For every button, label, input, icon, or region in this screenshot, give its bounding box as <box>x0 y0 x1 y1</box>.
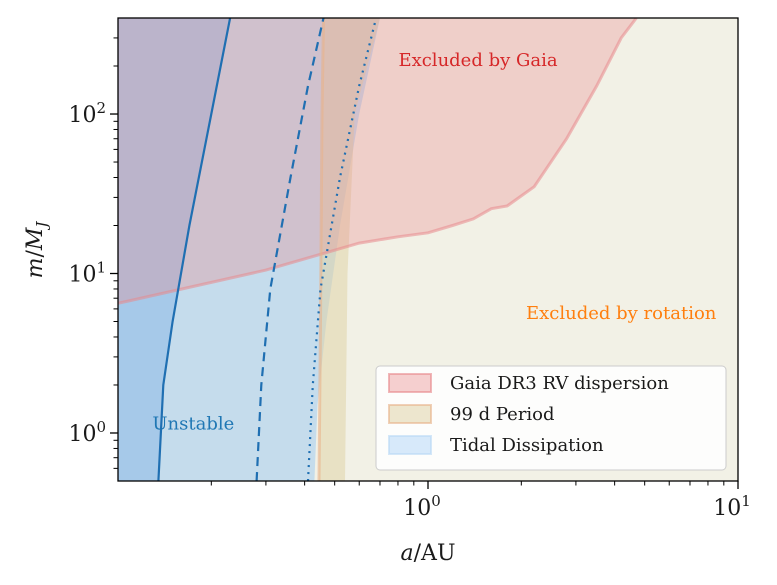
legend-entry-label: Tidal Dissipation <box>450 435 604 456</box>
y-tick-label: 101 <box>68 259 106 288</box>
annotation-label: Excluded by Gaia <box>398 50 557 71</box>
stability-line-dashed <box>255 18 325 481</box>
legend-entry-label: Gaia DR3 RV dispersion <box>450 373 669 394</box>
x-tick-label: 100 <box>403 492 441 521</box>
legend-swatch <box>388 435 432 455</box>
curve-layer <box>157 18 378 481</box>
legend-frame <box>375 365 727 471</box>
y-tick-label: 100 <box>68 418 106 447</box>
x-axis-label: a/AU <box>401 541 456 566</box>
region-tidal-dissipation <box>118 18 380 481</box>
annotation-label: Unstable <box>152 414 234 435</box>
stability-line-solid <box>157 18 232 481</box>
annotation-label: Excluded by rotation <box>526 303 717 324</box>
region-layer <box>118 18 638 481</box>
legend-swatch <box>388 404 432 424</box>
y-axis-label: m/MJ <box>23 221 51 279</box>
region-unstable <box>118 18 231 481</box>
x-tick-label: 101 <box>713 492 751 521</box>
y-tick-label: 102 <box>68 99 106 128</box>
period-boundary <box>317 18 325 481</box>
legend-entry-label: 99 d Period <box>450 404 555 425</box>
region-gaia <box>118 18 637 304</box>
tick-layer: 100 101 100 101 102 <box>68 37 751 521</box>
region-period-band <box>319 18 380 481</box>
gaia-boundary <box>118 18 638 305</box>
legend-swatch <box>388 373 432 393</box>
